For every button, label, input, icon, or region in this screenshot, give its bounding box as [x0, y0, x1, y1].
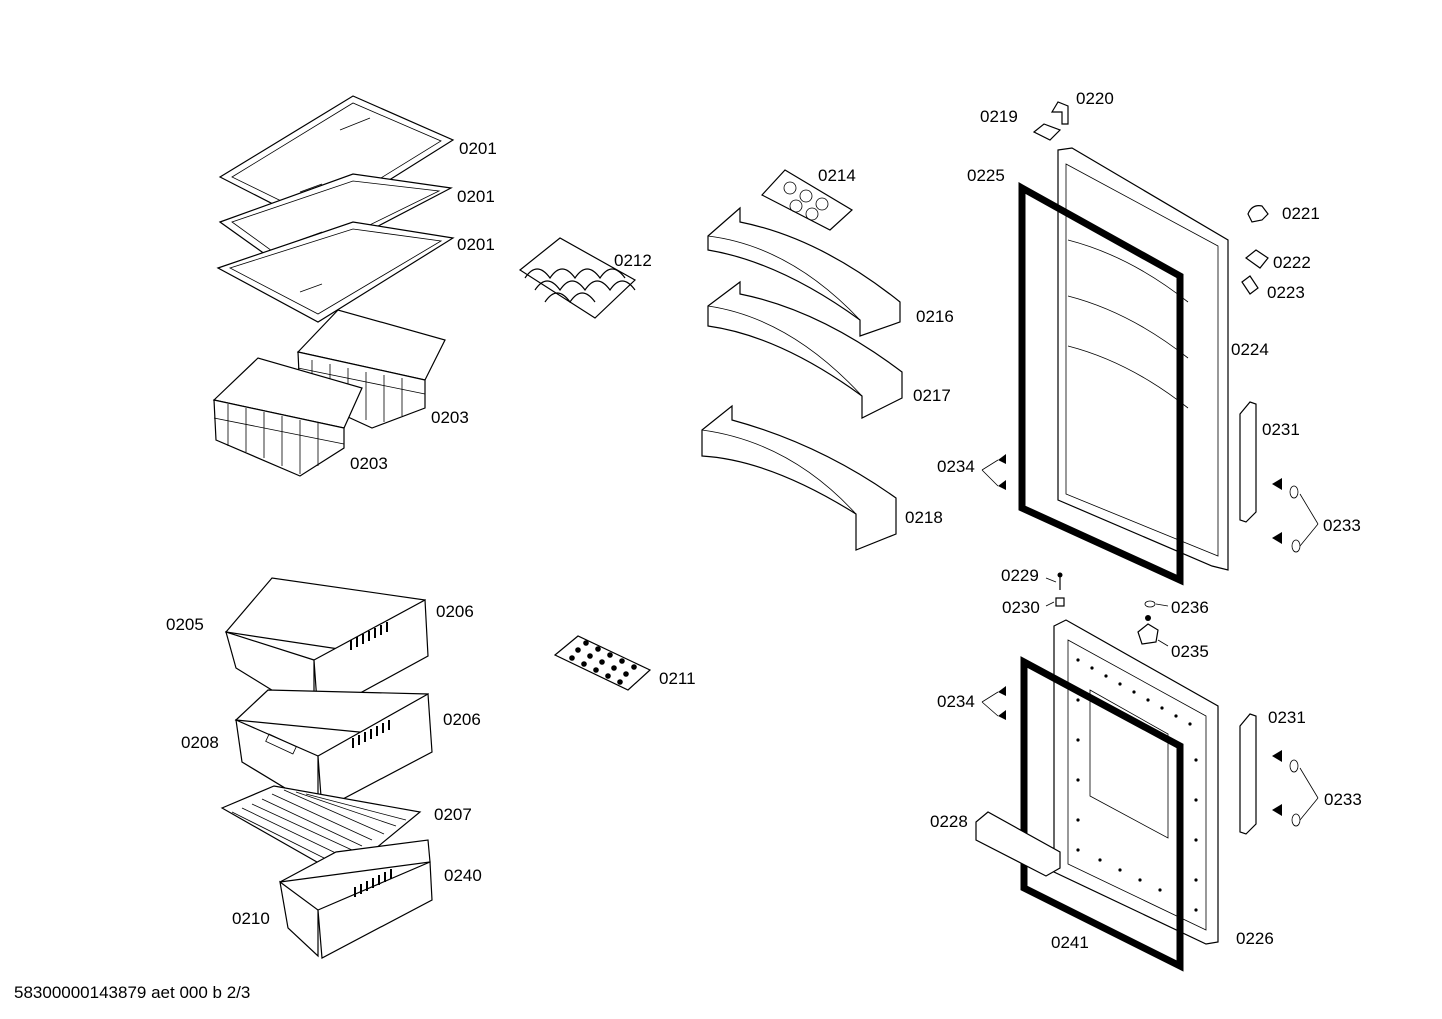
footer-drawing-code: 58300000143879 aet 000 b 2/3 — [14, 983, 250, 1002]
callout-0228: 0228 — [930, 812, 968, 831]
callout-0210: 0210 — [232, 909, 270, 928]
ice-cube-tray — [553, 635, 652, 691]
callout-0214: 0214 — [818, 166, 856, 185]
callout-0206-top: 0206 — [436, 602, 474, 621]
callout-0234-lower: 0234 — [937, 692, 975, 711]
callout-0226: 0226 — [1236, 929, 1274, 948]
callout-0218: 0218 — [905, 508, 943, 527]
callout-0201-middle: 0201 — [457, 187, 495, 206]
callout-0207: 0207 — [434, 805, 472, 824]
callout-0212: 0212 — [614, 251, 652, 270]
upper-door-panel — [1057, 147, 1229, 571]
callout-0235: 0235 — [1171, 642, 1209, 661]
callout-0201-bottom: 0201 — [457, 235, 495, 254]
callout-0205: 0205 — [166, 615, 204, 634]
callout-0220: 0220 — [1076, 89, 1114, 108]
mid-hinge-parts — [1045, 572, 1169, 647]
callout-0201-top: 0201 — [459, 139, 497, 158]
callout-0236: 0236 — [1171, 598, 1209, 617]
egg-tray — [761, 169, 854, 231]
callout-0241: 0241 — [1051, 933, 1089, 952]
callout-0219: 0219 — [980, 107, 1018, 126]
callout-0230: 0230 — [1002, 598, 1040, 617]
callout-0221: 0221 — [1282, 204, 1320, 223]
hinge-parts-top — [1032, 101, 1269, 295]
upper-door-handle — [1239, 401, 1257, 523]
callout-0203-rear: 0203 — [431, 408, 469, 427]
callout-0222: 0222 — [1273, 253, 1311, 272]
callout-0206-middle: 0206 — [443, 710, 481, 729]
callout-0231-lower: 0231 — [1268, 708, 1306, 727]
callout-0211: 0211 — [659, 669, 696, 688]
freezer-drawer-middle — [234, 689, 433, 811]
lower-door-flap — [975, 811, 1061, 877]
lower-door-panel — [1053, 619, 1219, 945]
callout-0223: 0223 — [1267, 283, 1305, 302]
door-shelf-0216 — [707, 206, 901, 337]
upper-door-gasket — [1018, 182, 1184, 586]
callout-0203-front: 0203 — [350, 454, 388, 473]
callout-0233-lower: 0233 — [1324, 790, 1362, 809]
screws-upper — [981, 454, 1319, 553]
callout-0231-upper: 0231 — [1262, 420, 1300, 439]
callout-0224: 0224 — [1231, 340, 1269, 359]
wine-rack — [518, 237, 637, 319]
door-shelf-0217 — [707, 280, 903, 419]
callout-0225: 0225 — [967, 166, 1005, 185]
glass-shelf-bottom — [216, 221, 455, 323]
callout-0240: 0240 — [444, 866, 482, 885]
callout-0208: 0208 — [181, 733, 219, 752]
lower-door-handle — [1239, 713, 1257, 835]
wire-basket-front — [212, 357, 363, 477]
callout-0229: 0229 — [1001, 566, 1039, 585]
callout-0216: 0216 — [916, 307, 954, 326]
screws-lower — [981, 686, 1319, 827]
wire-grid-shelf — [220, 785, 422, 867]
freezer-drawer-bottom — [279, 839, 433, 959]
callout-0234-upper: 0234 — [937, 457, 975, 476]
lower-door-gasket — [1020, 656, 1184, 972]
callout-0217: 0217 — [913, 386, 951, 405]
freezer-drawer-top — [224, 577, 429, 718]
callout-0233-upper: 0233 — [1323, 516, 1361, 535]
door-shelf-0218 — [701, 404, 897, 551]
